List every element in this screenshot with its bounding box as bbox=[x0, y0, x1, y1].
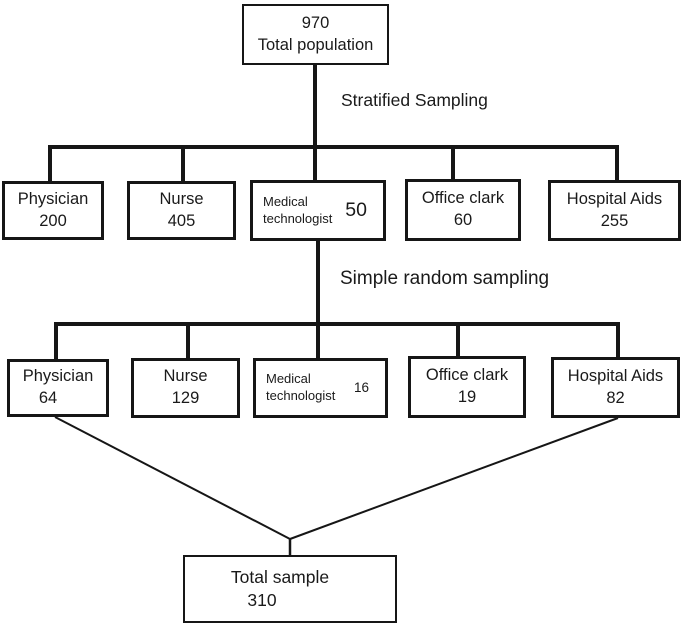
total-sample-value: 310 bbox=[247, 590, 277, 610]
sample-hospital-aids-label: Hospital Aids bbox=[567, 366, 664, 385]
population-office-clark-label: Office clark bbox=[421, 189, 505, 208]
population-box-office-clark: Office clark 60 bbox=[405, 179, 521, 241]
population-nurse-value: 405 bbox=[167, 211, 196, 230]
total-sample-label: Total sample bbox=[230, 566, 330, 587]
total-population-value: 970 bbox=[301, 13, 330, 32]
population-box-medical-technologist: Medical technologist 50 bbox=[250, 180, 386, 241]
population-medical-technologist-value: 50 bbox=[345, 198, 367, 221]
population-hospital-aids-label: Hospital Aids bbox=[566, 189, 663, 208]
population-office-clark-value: 60 bbox=[453, 211, 473, 229]
total-population-box: 970 Total population bbox=[242, 4, 389, 65]
population-physician-label: Physician bbox=[17, 189, 89, 208]
sample-box-medical-technologist: Medical technologist 16 bbox=[253, 358, 388, 418]
population-nurse-label: Nurse bbox=[159, 189, 204, 208]
sample-nurse-value: 129 bbox=[171, 389, 200, 407]
sample-box-hospital-aids: Hospital Aids 82 bbox=[551, 357, 680, 418]
sample-physician-value: 64 bbox=[38, 389, 58, 407]
sample-nurse-label: Nurse bbox=[163, 367, 208, 386]
sample-office-clark-value: 19 bbox=[457, 388, 477, 406]
population-medical-technologist-label: Medical technologist bbox=[263, 193, 333, 226]
population-box-physician: Physician 200 bbox=[2, 181, 104, 240]
sample-office-clark-label: Office clark bbox=[425, 366, 509, 385]
population-physician-value: 200 bbox=[39, 211, 67, 230]
sample-box-office-clark: Office clark 19 bbox=[408, 356, 526, 418]
stage-label-stratified-sampling: Stratified Sampling bbox=[341, 90, 488, 110]
total-sample-box: Total sample 310 bbox=[183, 555, 397, 623]
sample-box-nurse: Nurse 129 bbox=[131, 358, 240, 418]
sample-medical-technologist-value: 16 bbox=[353, 380, 369, 396]
population-box-hospital-aids: Hospital Aids 255 bbox=[548, 180, 681, 241]
population-box-nurse: Nurse 405 bbox=[127, 181, 236, 240]
sample-box-physician: Physician 64 bbox=[7, 359, 109, 417]
sample-physician-label: Physician bbox=[22, 367, 94, 386]
sample-medical-technologist-label: Medical technologist bbox=[266, 371, 336, 403]
total-population-label: Total population bbox=[257, 35, 374, 54]
stage-label-simple-random-sampling: Simple random sampling bbox=[340, 268, 550, 289]
population-hospital-aids-value: 255 bbox=[600, 211, 629, 230]
sample-hospital-aids-value: 82 bbox=[606, 388, 625, 407]
